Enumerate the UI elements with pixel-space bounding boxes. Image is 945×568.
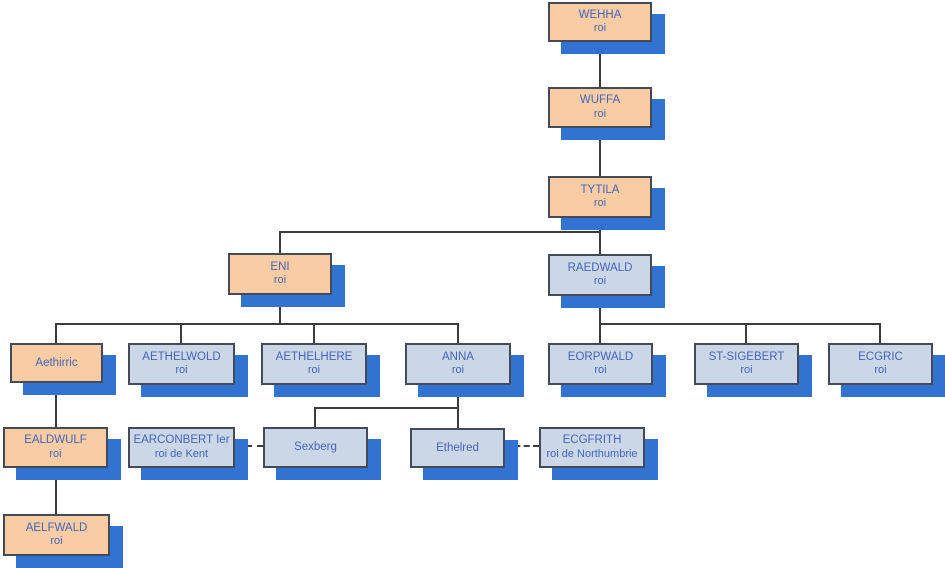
connector-tytila-raedwald [599,218,601,254]
connector-aethirric-ealdwulf [55,383,57,427]
node-raedwald: RAEDWALD roi [548,254,652,296]
marriage-ethelred-ecgfrith [505,445,539,447]
connector-eni-bus [279,295,281,325]
connector-drop-aethelhere [313,323,315,343]
connector-ealdwulf-aelfwald [55,468,57,514]
node-wehha: WEHHA roi [548,2,652,42]
node-eni: ENI roi [228,253,332,295]
node-aethelhere: AETHELHERE roi [261,343,367,385]
connector-anna-children-bus [314,407,459,409]
node-ethelred: Ethelred [410,428,505,468]
node-sexberg: Sexberg [263,427,368,468]
node-earconbert: EARCONBERT Ier roi de Kent [128,427,235,468]
connector-drop-aethelwold [180,323,182,343]
connector-raedwald-eorpwald [599,296,601,343]
connector-drop-sexberg [314,407,316,427]
connector-eni-children-bus [55,323,459,325]
node-anna: ANNA roi [405,343,511,385]
marriage-earconbert-sexberg [235,445,263,447]
connector-drop-anna [457,323,459,343]
node-ecgric: ECGRIC roi [828,343,933,385]
connector-drop-stsigebert [745,323,747,343]
connector-drop-eni [279,231,281,253]
connector-branch-eni [279,231,601,233]
node-aethirric: Aethirric [10,343,103,383]
node-eorpwald: EORPWALD roi [548,343,653,385]
node-wuffa: WUFFA roi [548,87,652,128]
connector-anna-ethelred [457,385,459,428]
connector-wuffa-tytila [599,128,601,176]
connector-drop-ecgric [879,323,881,343]
node-tytila: TYTILA roi [548,176,652,218]
connector-drop-aethirric [55,323,57,343]
node-stsigebert: ST-SIGEBERT roi [694,343,799,385]
node-aelfwald: AELFWALD roi [3,514,110,556]
node-ealdwulf: EALDWULF roi [3,427,108,468]
node-ecgfrith: ECGFRITH roi de Northumbrie [539,427,645,468]
node-aethelwold: AETHELWOLD roi [128,343,235,385]
connector-wehha-wuffa [599,42,601,87]
connector-raedwald-children-bus [599,323,881,325]
